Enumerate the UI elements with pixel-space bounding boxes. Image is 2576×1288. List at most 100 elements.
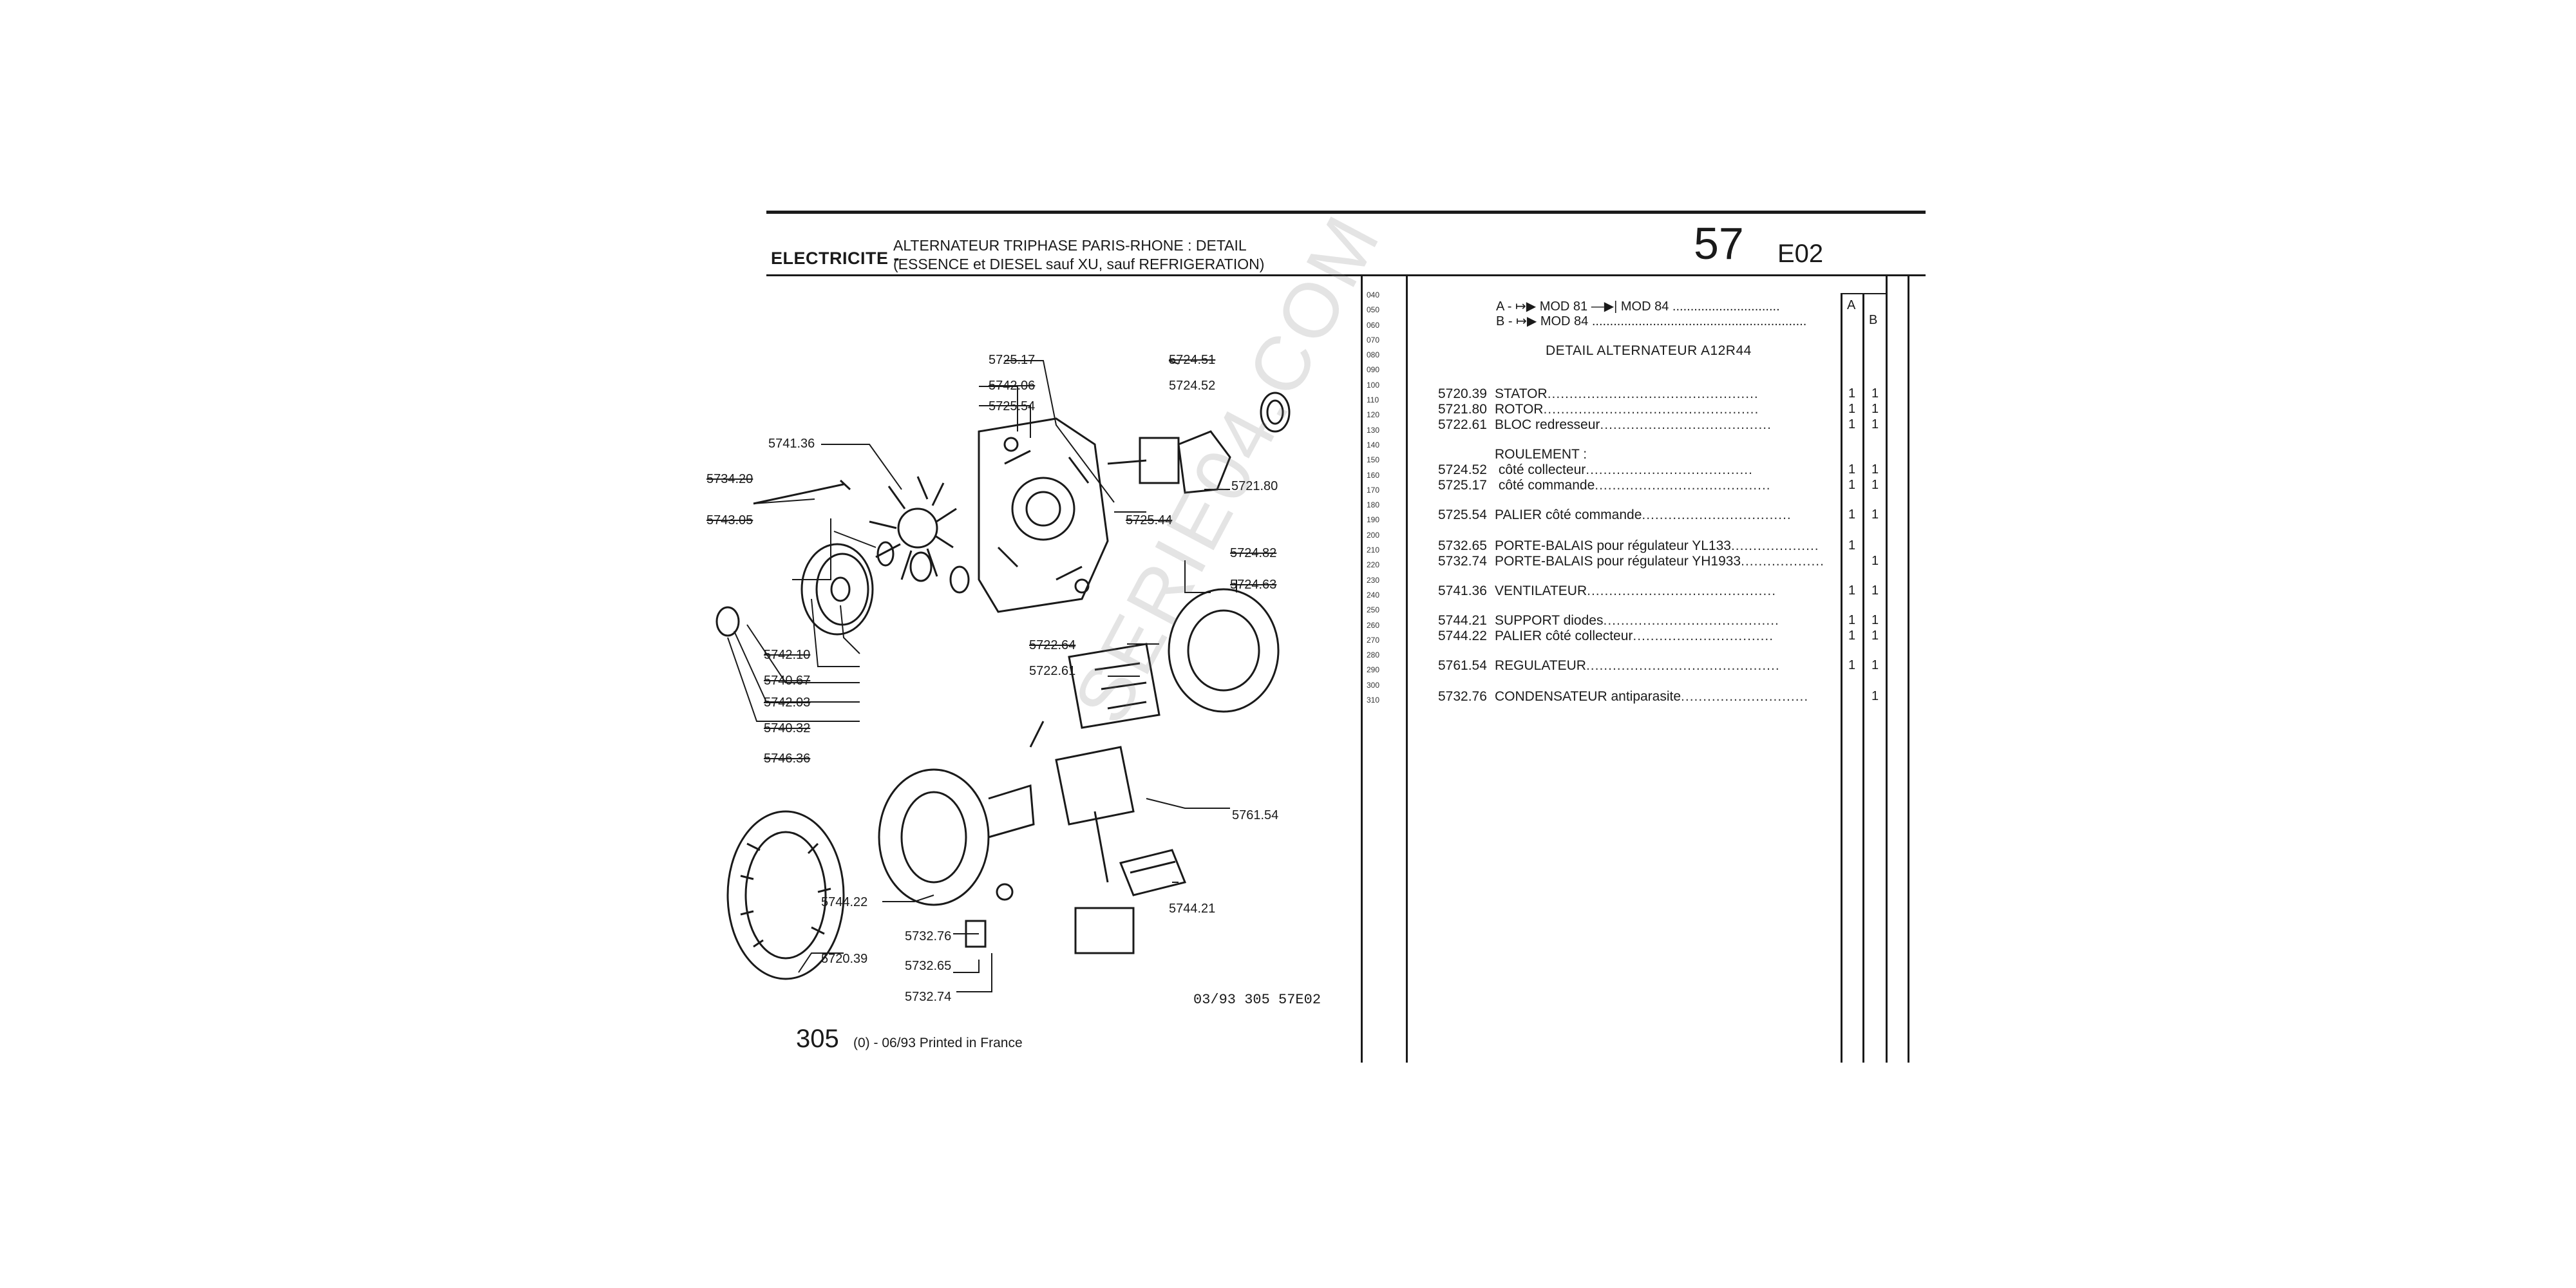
quantity-a: 1 — [1848, 658, 1856, 672]
leader-dots: ................................ — [1633, 629, 1774, 643]
part-description: PALIER côté commande — [1495, 507, 1642, 522]
leader-dots: .................... — [1730, 538, 1819, 553]
print-info: (0) - 06/93 Printed in France — [853, 1036, 1023, 1050]
part-description: CONDENSATEUR antiparasite — [1495, 689, 1681, 704]
group-code: E02 — [1777, 240, 1824, 268]
label-5724-52: 5724.52 — [1169, 379, 1216, 393]
column-a-border — [1841, 293, 1842, 1063]
detail-title: DETAIL ALTERNATEUR A12R44 — [1546, 343, 1752, 358]
label-5741-36: 5741.36 — [768, 437, 815, 451]
line-number: 280 — [1367, 650, 1380, 660]
label-5746-36: 5746.36 — [764, 752, 811, 766]
label-5722-64: 5722.64 — [1029, 638, 1076, 652]
line-number: 230 — [1367, 575, 1380, 585]
part-reference: 5725.54 — [1438, 507, 1487, 522]
part-description: VENTILATEUR — [1495, 583, 1587, 598]
parts-row: 5722.61 BLOC redresseur..................… — [1438, 417, 1772, 433]
part-reference: 5744.21 — [1438, 613, 1487, 628]
part-description: PORTE-BALAIS pour régulateur YL133 — [1495, 538, 1731, 553]
line-number: 170 — [1367, 485, 1380, 495]
rectifier-drawing — [1068, 588, 1280, 729]
line-number: 080 — [1367, 350, 1380, 360]
label-5725-54: 5725.54 — [989, 399, 1036, 413]
part-description: PORTE-BALAIS pour régulateur YH1933 — [1495, 554, 1741, 569]
part-reference: 5722.61 — [1438, 417, 1487, 432]
nut-drawing — [715, 606, 740, 637]
part-reference: 5732.74 — [1438, 554, 1487, 569]
part-reference: 5721.80 — [1438, 402, 1487, 417]
part-reference: 5744.22 — [1438, 629, 1487, 643]
quantity-a: 1 — [1848, 417, 1856, 431]
line-number: 140 — [1367, 440, 1380, 450]
exploded-view-diagram — [715, 360, 1291, 992]
label-5724-63: 5724.63 — [1230, 578, 1277, 592]
quantity-a: 1 — [1848, 402, 1856, 416]
part-description: PALIER côté collecteur — [1495, 629, 1633, 643]
quantity-b: 1 — [1871, 462, 1879, 477]
arrow-icon: ↦▶ — [1515, 299, 1537, 314]
line-number: 070 — [1367, 335, 1380, 345]
slip-ring-bracket-drawing — [878, 768, 1035, 906]
legend-a-to: MOD 84 — [1620, 299, 1669, 314]
quantity-a: 1 — [1848, 386, 1856, 401]
parts-row: ROULEMENT : — [1438, 447, 1587, 462]
leader-dots: ........................................… — [1587, 583, 1777, 598]
line-number: 050 — [1367, 305, 1380, 315]
line-number: 090 — [1367, 365, 1380, 375]
label-5732-76: 5732.76 — [905, 929, 952, 943]
part-description: côté commande — [1495, 478, 1595, 493]
leader-dots: ........................................ — [1595, 478, 1771, 493]
stator-drawing — [726, 810, 845, 980]
part-reference: 5732.76 — [1438, 689, 1487, 704]
line-number: 190 — [1367, 515, 1380, 525]
label-5742-06: 5742.06 — [989, 379, 1036, 393]
label-5724-51: 5724.51 — [1169, 353, 1216, 367]
quantity-b: 1 — [1871, 689, 1879, 703]
legend-a-from: MOD 81 — [1539, 299, 1588, 314]
line-number: 220 — [1367, 560, 1380, 570]
label-5743-05: 5743.05 — [706, 513, 753, 527]
line-number: 150 — [1367, 455, 1380, 465]
quantity-b: 1 — [1871, 417, 1879, 431]
part-reference: 5720.39 — [1438, 386, 1487, 401]
label-5732-65: 5732.65 — [905, 959, 952, 973]
quantity-a: 1 — [1848, 613, 1856, 627]
column-b-border — [1862, 293, 1864, 1063]
label-5742-10: 5742.10 — [764, 648, 811, 662]
leader-dots: ...................................... — [1586, 462, 1753, 477]
line-number: 200 — [1367, 530, 1380, 540]
quantity-b: 1 — [1871, 658, 1879, 672]
label-5720-39: 5720.39 — [821, 952, 868, 966]
leader-dots: .............................. — [1672, 299, 1780, 314]
legend-a-prefix: A - — [1496, 299, 1512, 314]
leader-dots: ........................................… — [1547, 386, 1759, 401]
line-number: 180 — [1367, 500, 1380, 510]
part-description: SUPPORT diodes — [1495, 613, 1604, 628]
part-reference: 5741.36 — [1438, 583, 1487, 598]
line-number: 120 — [1367, 410, 1380, 420]
column-a-header: A — [1847, 298, 1856, 312]
label-5732-74: 5732.74 — [905, 990, 952, 1004]
page-title: ALTERNATEUR TRIPHASE PARIS-RHONE : DETAI… — [893, 237, 1247, 254]
bolt-drawing — [753, 479, 851, 505]
arrow-icon: ↦▶ — [1516, 314, 1537, 328]
label-5744-21: 5744.21 — [1169, 902, 1216, 916]
page-subtitle: (ESSENCE et DIESEL sauf XU, sauf REFRIGE… — [893, 256, 1265, 272]
line-number: 300 — [1367, 680, 1380, 690]
legend-a: A - ↦▶ MOD 81 —▶| MOD 84 ...............… — [1496, 298, 1780, 314]
quantity-b: 1 — [1871, 507, 1879, 522]
parts-row: 5744.22 PALIER côté collecteur...........… — [1438, 629, 1774, 644]
leader-dots: ....................................... — [1600, 417, 1772, 432]
quantity-b: 1 — [1871, 613, 1879, 627]
line-number: 250 — [1367, 605, 1380, 615]
regulator-drawing — [965, 721, 1135, 954]
rotor-drawing — [1107, 392, 1291, 494]
part-description: BLOC redresseur — [1495, 417, 1600, 432]
column-b-header: B — [1869, 313, 1878, 327]
section-name: ELECTRICITE - — [771, 249, 900, 268]
label-5742-03: 5742.03 — [764, 696, 811, 710]
